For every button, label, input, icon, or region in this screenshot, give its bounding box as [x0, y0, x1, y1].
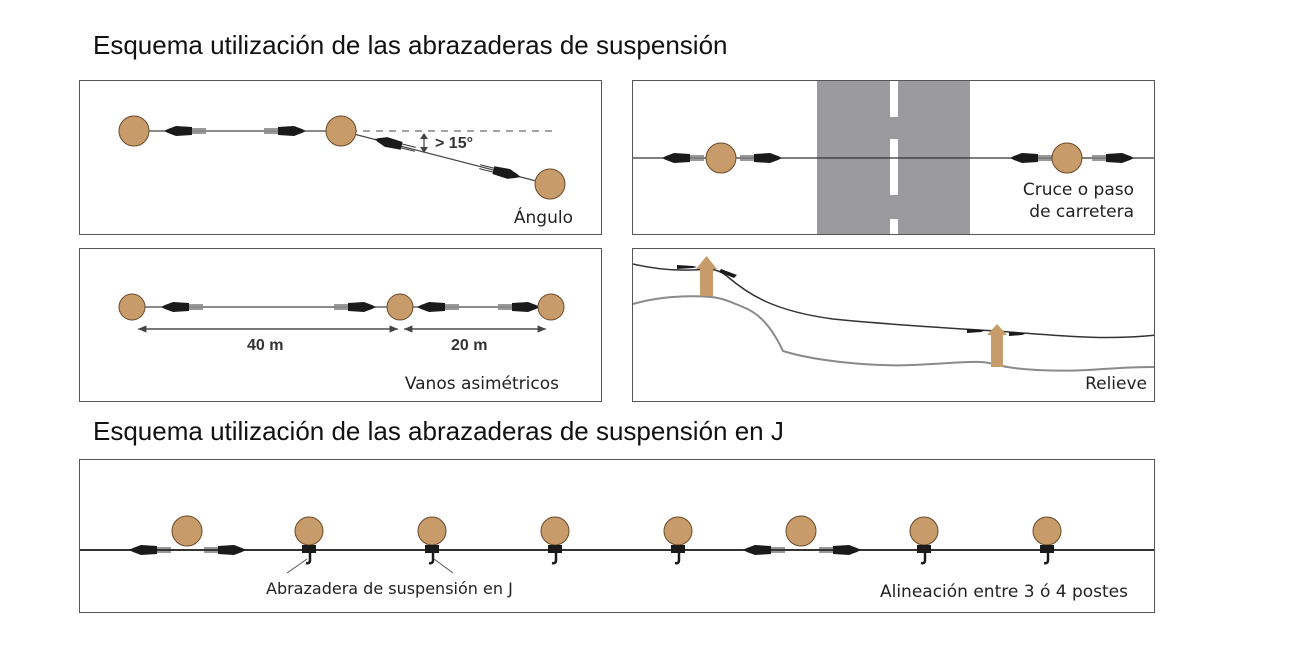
pole-top: [696, 256, 717, 269]
pole: [540, 516, 570, 546]
span-label-20m: 20 m: [451, 337, 487, 354]
spans-diagram: 40 m 20 m: [118, 293, 565, 354]
j-clamp: [1038, 543, 1056, 565]
pole: [909, 516, 939, 546]
pole: [294, 516, 324, 546]
pole: [700, 269, 713, 296]
j-clamp: [423, 543, 441, 565]
j-clamp-callout: Abrazadera de suspensión en J: [266, 579, 513, 598]
pole: [534, 168, 566, 200]
j-clamp: [669, 543, 687, 565]
panel-relief: Relieve: [632, 248, 1155, 402]
road-center-dashes: [890, 81, 898, 234]
clamp: [967, 329, 984, 333]
j-clamp: [915, 543, 933, 565]
panel-asymmetric-spans: 40 m 20 m Vanos asimétricos: [79, 248, 602, 402]
pole: [537, 293, 565, 321]
top-heading: Esquema utilización de las abrazaderas d…: [93, 30, 728, 60]
j-clamp-diagram: [80, 515, 1154, 574]
caption-spans: Vanos asimétricos: [404, 374, 559, 394]
pole: [417, 516, 447, 546]
span-label-40m: 40 m: [247, 337, 283, 354]
bottom-heading: Esquema utilización de las abrazaderas d…: [93, 416, 784, 446]
clamp: [478, 161, 523, 183]
ground-profile: [633, 295, 1154, 372]
pole: [991, 335, 1003, 367]
relief-diagram: [633, 256, 1154, 372]
pole: [386, 293, 414, 321]
pole: [118, 293, 146, 321]
road-diagram: [633, 81, 1154, 234]
pole: [325, 115, 357, 147]
pole: [785, 515, 817, 547]
pole: [663, 516, 693, 546]
panel-road-crossing: Cruce o paso de carretera: [632, 80, 1155, 235]
pole: [118, 115, 150, 147]
caption-relief: Relieve: [1085, 374, 1147, 394]
clamp: [1009, 332, 1025, 336]
j-clamp: [546, 543, 564, 565]
pole: [705, 142, 737, 174]
pole-top: [987, 324, 1007, 335]
panel-angle: > 15° Ángulo: [79, 80, 602, 235]
callout-leader: [433, 558, 454, 574]
caption-angle: Ángulo: [513, 208, 573, 228]
caption-road: Cruce o paso de carretera: [1023, 179, 1134, 223]
pole: [171, 515, 203, 547]
angle-diagram: > 15°: [118, 115, 566, 200]
caption-j-clamps: Alineación entre 3 ó 4 postes: [879, 582, 1128, 602]
clamp: [372, 133, 417, 155]
pole: [1032, 516, 1062, 546]
pole: [1051, 142, 1083, 174]
clamp: [719, 269, 737, 278]
caption-road-line1: Cruce o paso: [1022, 180, 1134, 200]
angle-label: > 15°: [435, 135, 473, 152]
panel-j-clamps: Abrazadera de suspensión en J Alineación…: [79, 459, 1155, 613]
clamp: [677, 265, 697, 269]
callout-leader: [286, 558, 308, 574]
caption-road-line2: de carretera: [1029, 202, 1134, 222]
